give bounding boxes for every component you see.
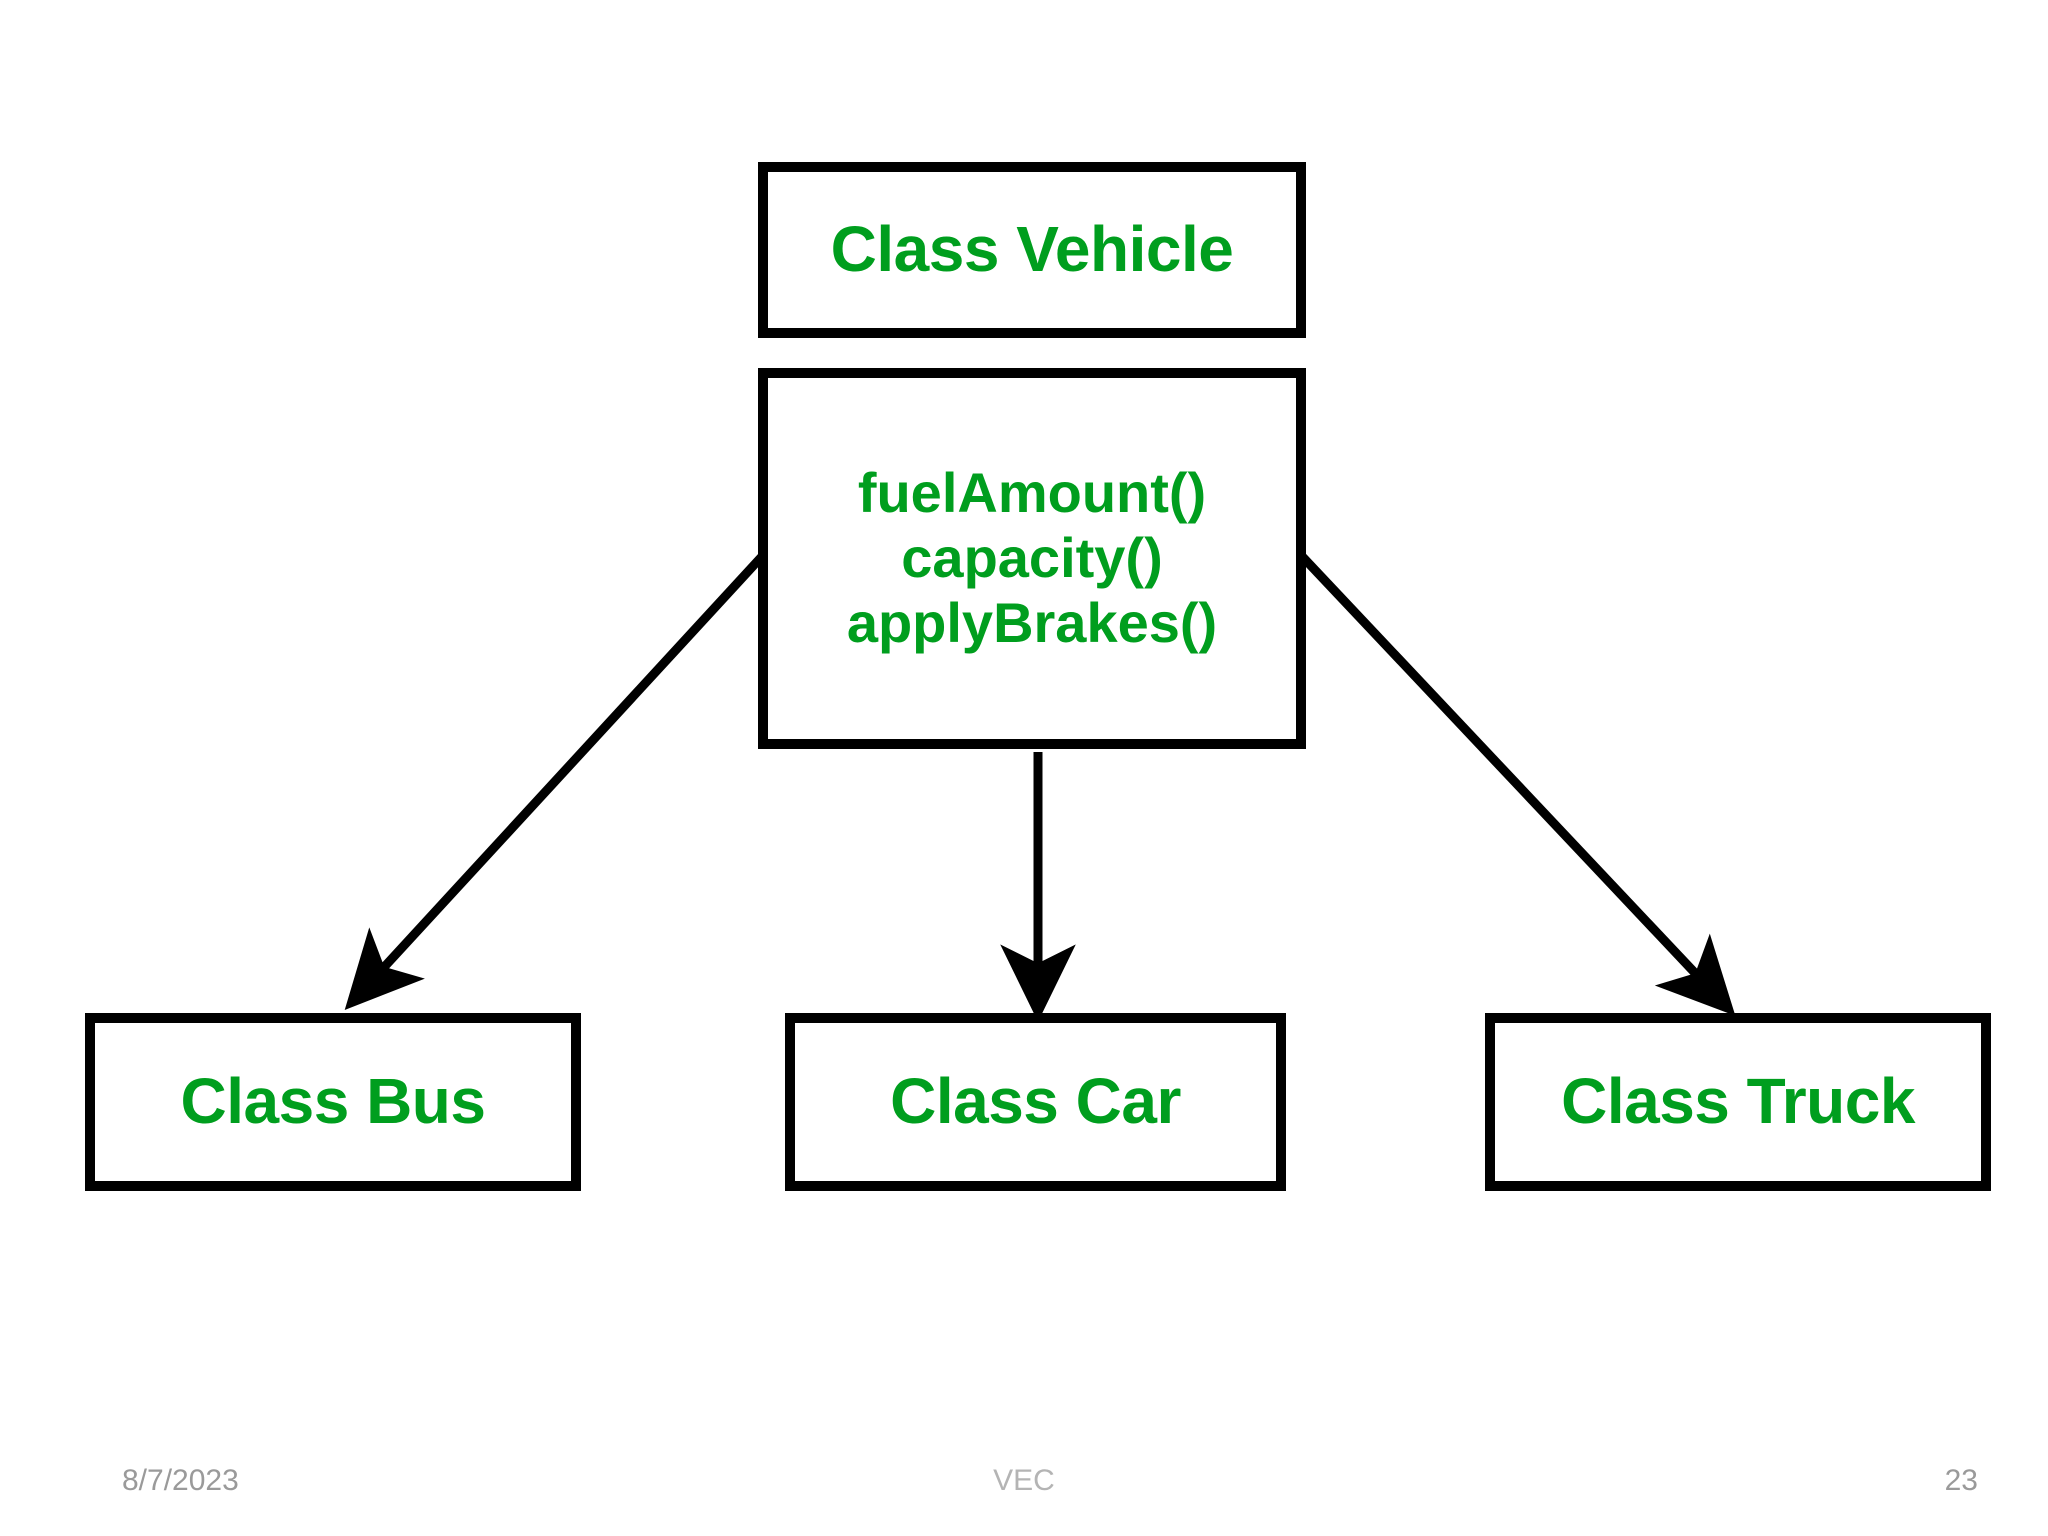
class-box-bus[interactable]: Class Bus <box>85 1013 581 1191</box>
member-capacity: capacity() <box>901 526 1163 590</box>
footer-date: 8/7/2023 <box>122 1464 239 1497</box>
footer-page-number: 23 <box>1944 1464 1978 1497</box>
footer-center-text: VEC <box>993 1464 1055 1497</box>
class-box-vehicle-members[interactable]: fuelAmount() capacity() applyBrakes() <box>758 368 1306 749</box>
member-apply-brakes: applyBrakes() <box>846 590 1218 654</box>
connector-vehicle-to-bus <box>344 548 770 1010</box>
class-box-truck[interactable]: Class Truck <box>1485 1013 1991 1191</box>
class-name-car: Class Car <box>890 1065 1181 1138</box>
member-fuel-amount: fuelAmount() <box>857 461 1207 525</box>
slide-footer: 8/7/2023 VEC 23 <box>0 1426 2048 1536</box>
class-box-vehicle[interactable]: Class Vehicle <box>758 162 1306 338</box>
class-name-truck: Class Truck <box>1561 1065 1915 1138</box>
class-name-vehicle: Class Vehicle <box>830 213 1234 286</box>
class-name-bus: Class Bus <box>180 1065 486 1138</box>
class-box-car[interactable]: Class Car <box>785 1013 1286 1191</box>
member-list: fuelAmount() capacity() applyBrakes() <box>847 462 1217 654</box>
connector-vehicle-to-truck <box>1294 548 1736 1016</box>
